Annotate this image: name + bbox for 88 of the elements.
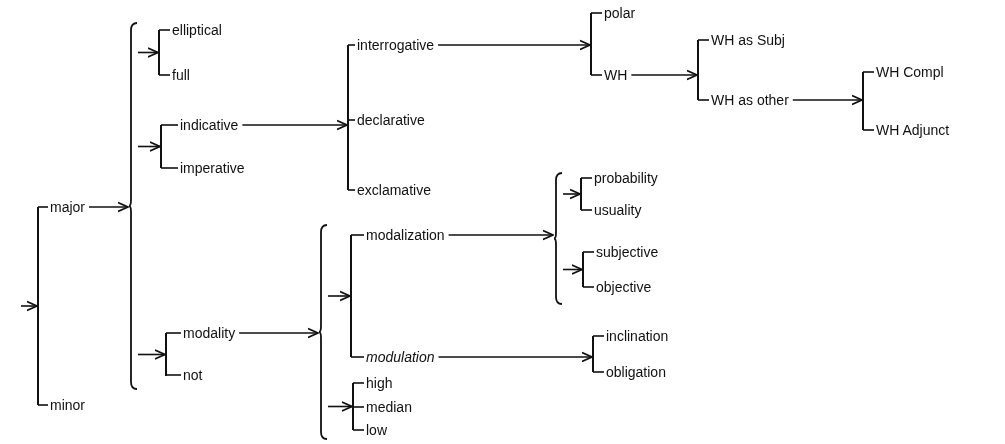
- arrow: [437, 351, 593, 363]
- arrow: [241, 119, 348, 131]
- connector-line: [862, 71, 875, 73]
- feature-label: modulation: [366, 349, 435, 365]
- feature-label: high: [366, 375, 393, 391]
- system-bracket: [352, 383, 354, 430]
- connector-line: [862, 129, 875, 131]
- system-brace: [318, 224, 328, 440]
- system-bracket: [590, 13, 592, 75]
- connector-line: [697, 99, 710, 101]
- arrow: [447, 229, 554, 241]
- feature-label: exclamative: [357, 182, 431, 198]
- system-brace: [128, 22, 138, 390]
- system-bracket: [37, 207, 39, 405]
- system-bracket: [158, 30, 160, 75]
- feature-label: modalization: [366, 227, 445, 243]
- feature-label: declarative: [357, 112, 425, 128]
- arrow: [137, 141, 161, 152]
- connector-line: [37, 206, 49, 208]
- feature-label: modality: [183, 325, 236, 341]
- connector-line: [590, 12, 603, 14]
- system-bracket: [697, 40, 699, 100]
- connector-line: [350, 234, 365, 236]
- system-bracket: [347, 45, 349, 190]
- feature-label: full: [172, 67, 190, 83]
- feature-label: inclination: [606, 328, 669, 344]
- feature-label: not: [183, 367, 203, 383]
- connector-line: [350, 356, 365, 358]
- feature-label: polar: [604, 5, 636, 21]
- feature-label: usuality: [594, 202, 642, 218]
- feature-label: major: [50, 199, 85, 215]
- connector-line: [592, 371, 605, 373]
- arrow: [630, 69, 698, 81]
- system-brace: [553, 172, 563, 305]
- feature-label: subjective: [596, 244, 659, 260]
- feature-label: interrogative: [357, 37, 435, 53]
- system-bracket: [350, 235, 352, 357]
- connector-line: [580, 177, 593, 179]
- arrow: [327, 290, 351, 302]
- connector-line: [352, 429, 365, 431]
- connector-line: [347, 189, 356, 191]
- connector-line: [347, 44, 356, 46]
- system-bracket: [592, 336, 594, 372]
- system-bracket: [580, 178, 582, 210]
- feature-label: WH Adjunct: [876, 122, 950, 138]
- connector-line: [590, 74, 603, 76]
- arrow: [562, 264, 583, 275]
- connector-line: [352, 406, 365, 408]
- connector-line: [592, 335, 605, 337]
- system-bracket: [165, 333, 167, 376]
- arrow: [20, 300, 38, 312]
- arrow: [562, 188, 581, 200]
- connector-line: [158, 74, 171, 76]
- feature-label: probability: [594, 170, 658, 186]
- connector-line: [165, 374, 182, 376]
- arrow: [437, 39, 591, 51]
- feature-label: obligation: [606, 364, 666, 380]
- connector-line: [352, 382, 365, 384]
- feature-label: imperative: [180, 160, 245, 176]
- connector-line: [165, 332, 182, 334]
- system-bracket: [862, 72, 864, 130]
- connector-line: [160, 124, 179, 126]
- arrow: [88, 201, 129, 213]
- arrow: [238, 327, 319, 339]
- connector-line: [158, 29, 171, 31]
- connector-line: [582, 286, 595, 288]
- connector-line: [37, 404, 49, 406]
- feature-label: objective: [596, 279, 652, 295]
- feature-label: WH: [604, 67, 628, 83]
- arrow: [137, 349, 166, 360]
- feature-label: median: [366, 399, 412, 415]
- system-bracket: [582, 252, 584, 287]
- feature-label: WH as Subj: [711, 32, 785, 48]
- arrow: [327, 401, 353, 412]
- feature-label: minor: [50, 397, 85, 413]
- connector-line: [347, 119, 356, 121]
- feature-label: low: [366, 422, 387, 438]
- arrow: [137, 47, 159, 58]
- connector-line: [697, 39, 710, 41]
- feature-label: indicative: [180, 117, 239, 133]
- feature-label: elliptical: [172, 22, 222, 38]
- feature-label: WH as other: [711, 92, 789, 108]
- feature-label: WH Compl: [876, 64, 944, 80]
- connector-line: [582, 251, 595, 253]
- arrow: [792, 94, 863, 106]
- connector-line: [580, 209, 593, 211]
- system-bracket: [160, 125, 162, 168]
- connector-line: [160, 167, 179, 169]
